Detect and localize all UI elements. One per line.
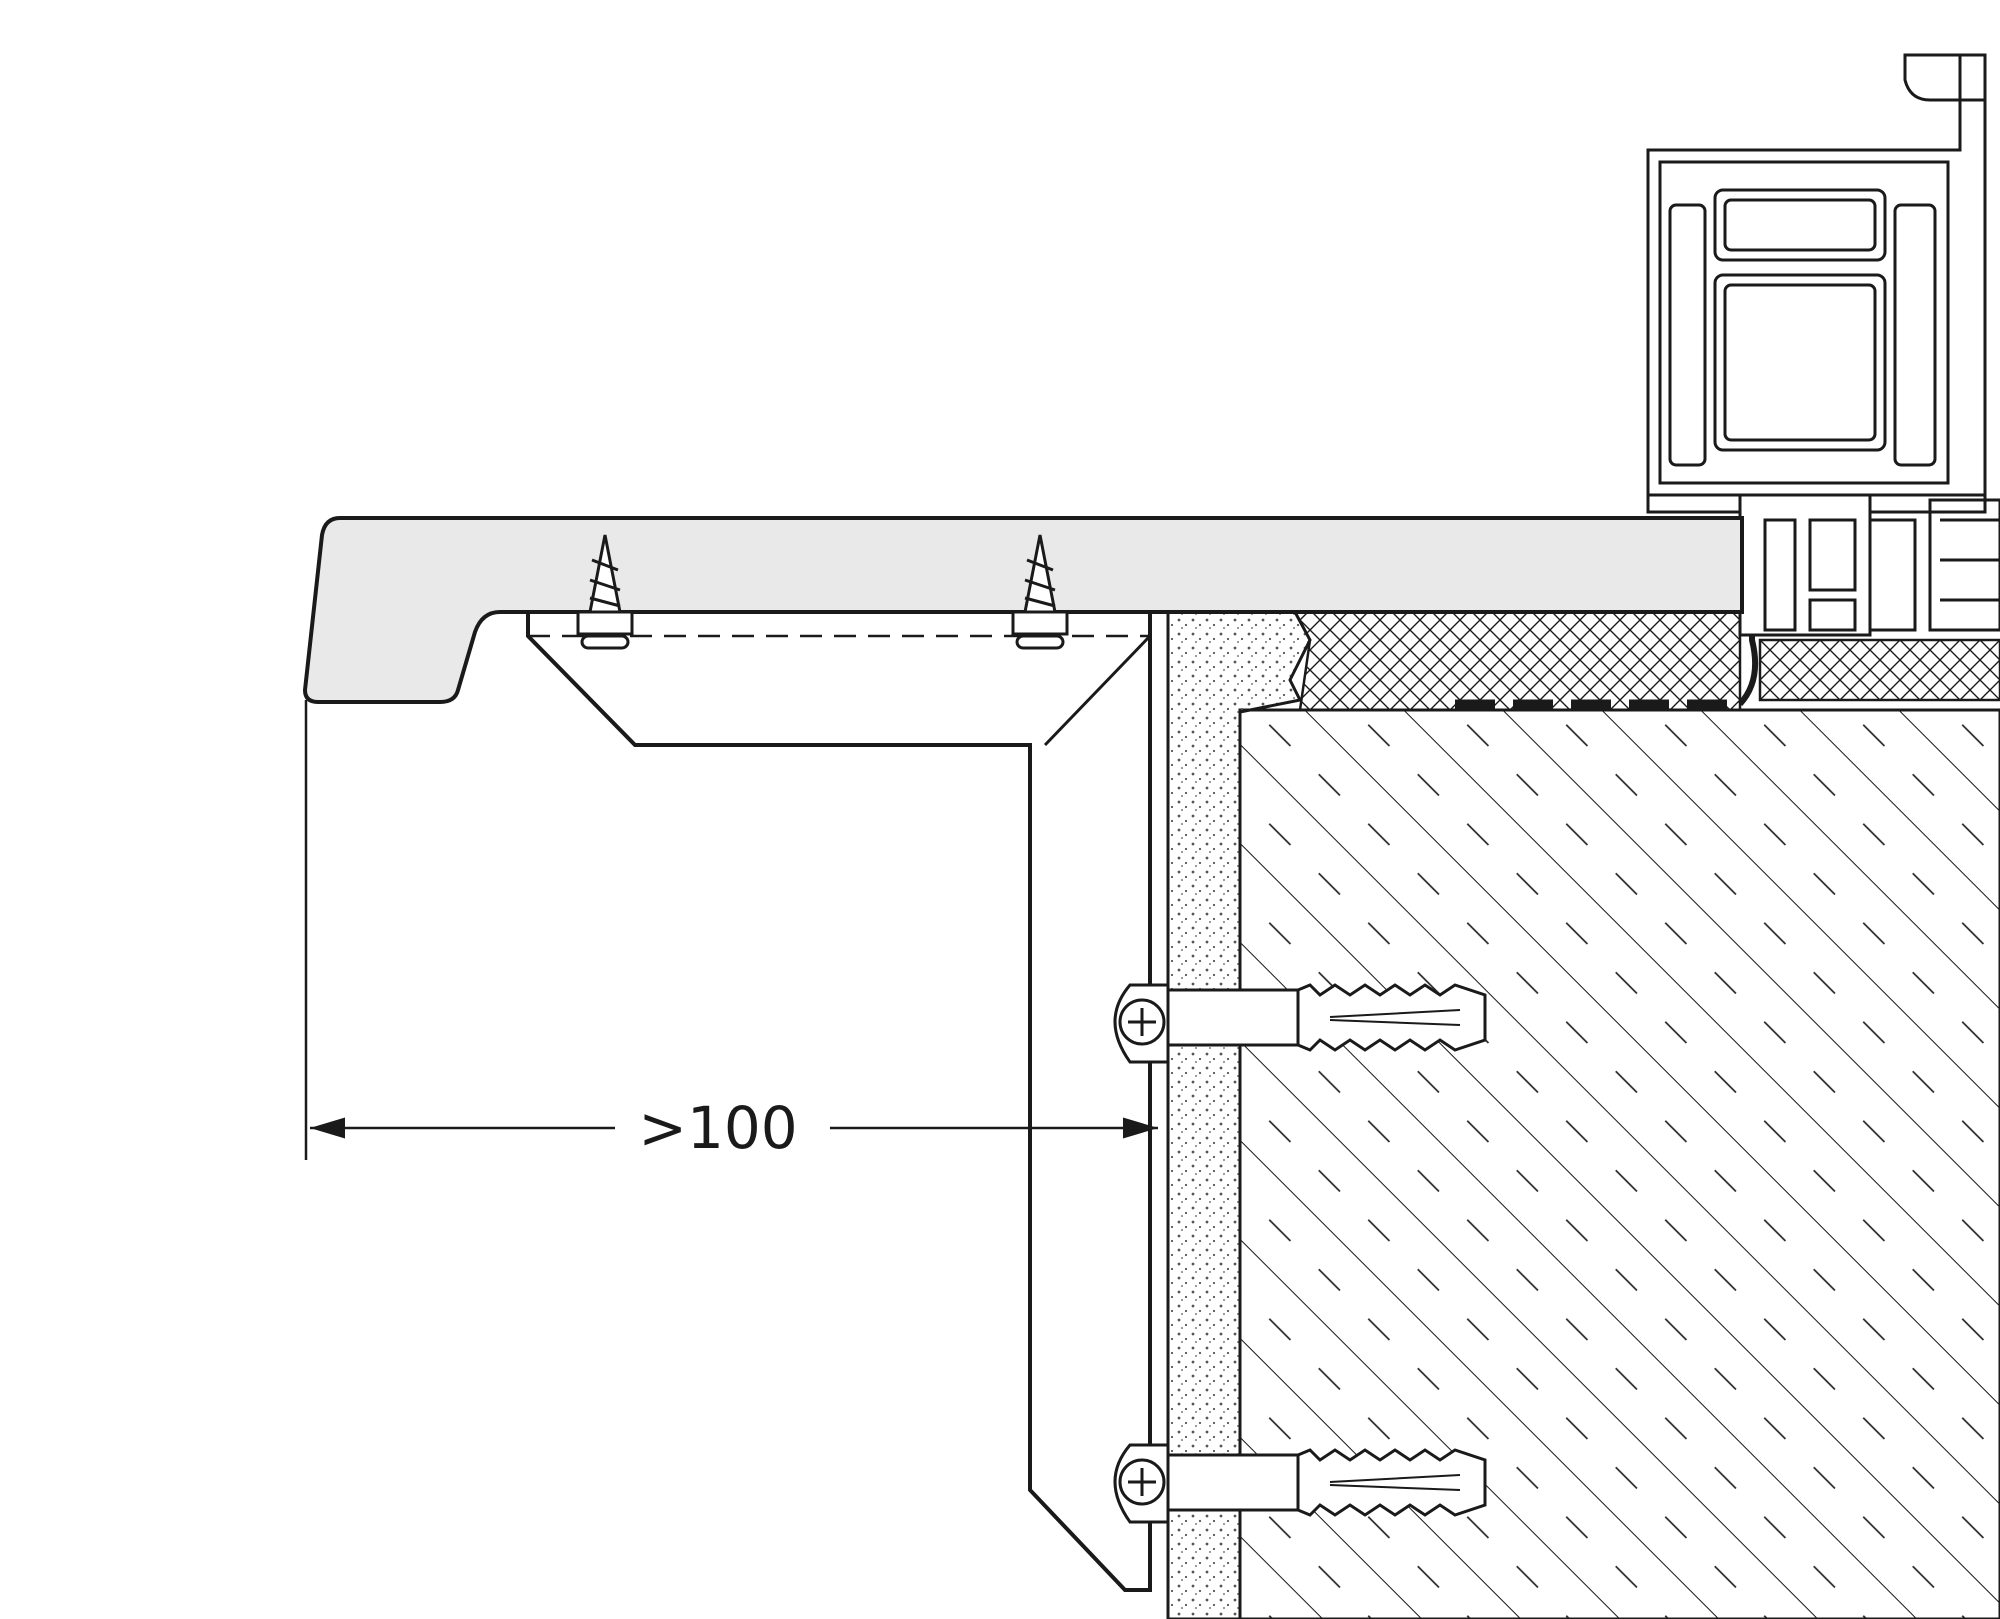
wall-anchor-plug [1113, 1443, 1487, 1524]
wood-screw [1011, 534, 1069, 650]
insulation [1292, 610, 2000, 712]
wood-screw [576, 534, 634, 650]
dimension-line: >100 [304, 700, 1158, 1162]
dimension-label: >100 [638, 1094, 797, 1162]
pvc-window-frame [1646, 53, 2000, 637]
sealing-tape [1455, 500, 1759, 709]
wall-anchor-plug [1113, 983, 1487, 1064]
mounting-bracket [526, 610, 1152, 1592]
